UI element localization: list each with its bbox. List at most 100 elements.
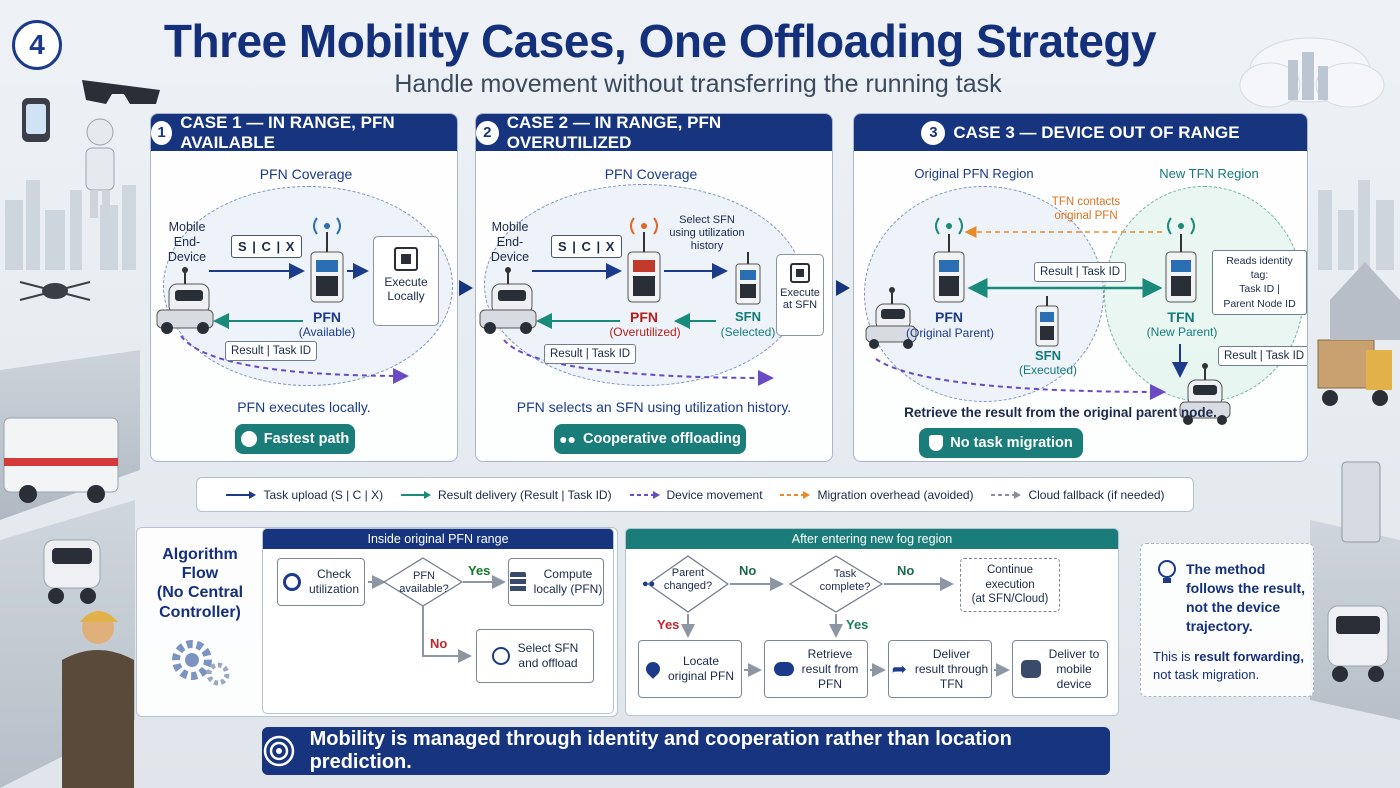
legend-arrow-icon bbox=[226, 490, 257, 499]
inside-pfn-range-header: Inside original PFN range bbox=[263, 529, 613, 549]
case-2-panel: 2 CASE 2 — IN RANGE, PFN OVERUTILIZED PF… bbox=[475, 113, 833, 462]
locate-pfn-label: Locate original PFN bbox=[667, 654, 735, 683]
case-1-pfn-label: PFN bbox=[313, 309, 341, 325]
check-utilization-label: Check utilization bbox=[308, 567, 360, 596]
locate-pfn-step: Locate original PFN bbox=[638, 640, 742, 698]
case-2-number: 2 bbox=[476, 120, 499, 145]
case-1-device-label: Mobile End-Device bbox=[167, 220, 207, 264]
case-2-execute-box: Execute at SFN bbox=[776, 254, 824, 336]
legend-arrow-icon bbox=[780, 490, 811, 499]
deliver-tfn-label: Deliver result through TFN bbox=[914, 646, 989, 691]
case-1-pill-label: Fastest path bbox=[263, 431, 350, 447]
case-3-robot-left bbox=[865, 287, 917, 349]
select-sfn-step: Select SFN and offload bbox=[476, 629, 594, 683]
yes-label: Yes bbox=[468, 563, 491, 578]
deliver-device-label: Deliver to mobile device bbox=[1048, 646, 1100, 691]
case-3-arrows bbox=[865, 217, 1231, 425]
case-3-pfn-label: PFN bbox=[935, 309, 963, 325]
no-label-3: No bbox=[897, 563, 915, 578]
legend-item: Device movement bbox=[629, 488, 763, 502]
case-1-coverage-label: PFN Coverage bbox=[259, 166, 353, 182]
compute-locally-label: Compute locally (PFN) bbox=[533, 567, 603, 596]
case-3-title: CASE 3 — DEVICE OUT OF RANGE bbox=[953, 122, 1240, 142]
users-icon: ●● bbox=[559, 431, 576, 447]
cpu-icon bbox=[394, 247, 418, 271]
legend-item: Result delivery (Result | Task ID) bbox=[400, 488, 612, 502]
case-2-sfn-status: (Selected) bbox=[720, 325, 776, 339]
cpu-icon bbox=[790, 263, 810, 283]
case-2-execute-label: Execute at SFN bbox=[780, 287, 820, 311]
case-3-pfn-status: (Original Parent) bbox=[905, 326, 995, 340]
continue-execution-label: Continue execution (at SFN/Cloud) bbox=[971, 564, 1049, 606]
insight-sub-pre: This is bbox=[1153, 649, 1195, 664]
case-2-pill: ●● Cooperative offloading bbox=[554, 424, 746, 454]
forward-arrow-icon: ➦ bbox=[891, 658, 907, 679]
case-2-pfn-label: PFN bbox=[630, 309, 658, 325]
case-1-pfn-tower bbox=[310, 217, 344, 303]
select-sfn-label: Select SFN and offload bbox=[517, 641, 579, 670]
case-3-panel: 3 CASE 3 — DEVICE OUT OF RANGE Original … bbox=[853, 113, 1308, 462]
shield-check-icon bbox=[240, 431, 257, 447]
task-complete-question: Task complete? bbox=[819, 568, 871, 594]
case-1-task-packet: S | C | X bbox=[231, 235, 303, 258]
case-2-task-packet: S | C | X bbox=[551, 235, 623, 258]
check-utilization-step: Check utilization bbox=[277, 558, 365, 606]
case-2-sfn-label: SFN bbox=[735, 309, 761, 324]
insight-main: The method follows the result, not the d… bbox=[1186, 561, 1306, 634]
lightbulb-icon bbox=[1158, 560, 1176, 583]
legend-item: Migration overhead (avoided) bbox=[779, 487, 974, 502]
case-2-sfn-tower bbox=[735, 252, 761, 305]
chevron-right-icon bbox=[836, 280, 850, 296]
page-title: Three Mobility Cases, One Offloading Str… bbox=[163, 15, 1157, 67]
case-1-panel: 1 CASE 1 — IN RANGE, PFN AVAILABLE PFN C… bbox=[150, 113, 458, 462]
case-3-result-right: Result | Task ID bbox=[1218, 346, 1307, 366]
case-3-number: 3 bbox=[921, 120, 946, 145]
case-2-robot bbox=[479, 267, 537, 334]
pfn-available-question: PFN available? bbox=[399, 570, 449, 596]
case-3-sfn-tower bbox=[1035, 296, 1059, 347]
case-3-pill: No task migration bbox=[919, 428, 1083, 458]
section-badge: 4 bbox=[12, 20, 62, 70]
no-label: No bbox=[430, 636, 448, 651]
case-2-title: CASE 2 — IN RANGE, PFN OVERUTILIZED bbox=[506, 113, 722, 152]
legend-label: Migration overhead (avoided) bbox=[817, 487, 974, 502]
case-1-caption: PFN executes locally. bbox=[237, 399, 371, 415]
insight-sub: This is result forwarding, not task migr… bbox=[1153, 648, 1311, 684]
case-2-pfn-tower bbox=[627, 217, 661, 303]
case-3-tfn-label: TFN bbox=[1167, 309, 1195, 325]
case-1-execute-label: Execute Locally bbox=[384, 275, 428, 303]
continue-execution-step: Continue execution (at SFN/Cloud) bbox=[960, 558, 1060, 612]
fog-region-flow-arrows bbox=[646, 555, 1010, 677]
case-2-coverage-label: PFN Coverage bbox=[604, 166, 698, 182]
case-3-contact-note: TFN contacts original PFN bbox=[1051, 196, 1121, 222]
new-fog-region-header: After entering new fog region bbox=[626, 529, 1118, 549]
insight-box: The method follows the result, not the d… bbox=[1140, 543, 1314, 697]
no-label-2: No bbox=[739, 563, 757, 578]
legend-label: Device movement bbox=[666, 487, 763, 502]
insight-sub-post: not task migration. bbox=[1153, 667, 1260, 683]
target-icon bbox=[263, 735, 295, 767]
case-2-arrows bbox=[479, 217, 774, 386]
compute-locally-step: Compute locally (PFN) bbox=[508, 558, 604, 606]
case-1-result-label: Result | Task ID bbox=[225, 341, 318, 361]
insight-sub-strong: result forwarding, bbox=[1194, 649, 1304, 664]
case-2-select-note: Select SFN using utilization history bbox=[669, 214, 745, 253]
shield-icon bbox=[929, 435, 944, 451]
gear-icon bbox=[172, 640, 230, 686]
case-2-caption: PFN selects an SFN using utilization his… bbox=[516, 399, 792, 415]
case-3-result-mid: Result | Task ID bbox=[1034, 262, 1127, 282]
case-3-sfn-label: SFN bbox=[1035, 348, 1061, 363]
case-3-sfn-status: (Executed) bbox=[1018, 363, 1078, 377]
case-2-pill-label: Cooperative offloading bbox=[583, 431, 741, 447]
decision-pfn-available bbox=[368, 557, 506, 663]
search-icon bbox=[282, 573, 301, 591]
parent-changed-question: Parent changed? bbox=[663, 567, 713, 593]
retrieve-result-label: Retrieve result from PFN bbox=[801, 646, 859, 691]
case-1-arrows bbox=[156, 217, 409, 384]
deliver-tfn-step: ➦ Deliver result through TFN bbox=[888, 640, 992, 698]
deliver-device-step: Deliver to mobile device bbox=[1012, 640, 1108, 698]
case-1-pfn-status: (Available) bbox=[298, 325, 356, 339]
case-3-region-a: Original PFN Region bbox=[914, 166, 1034, 181]
